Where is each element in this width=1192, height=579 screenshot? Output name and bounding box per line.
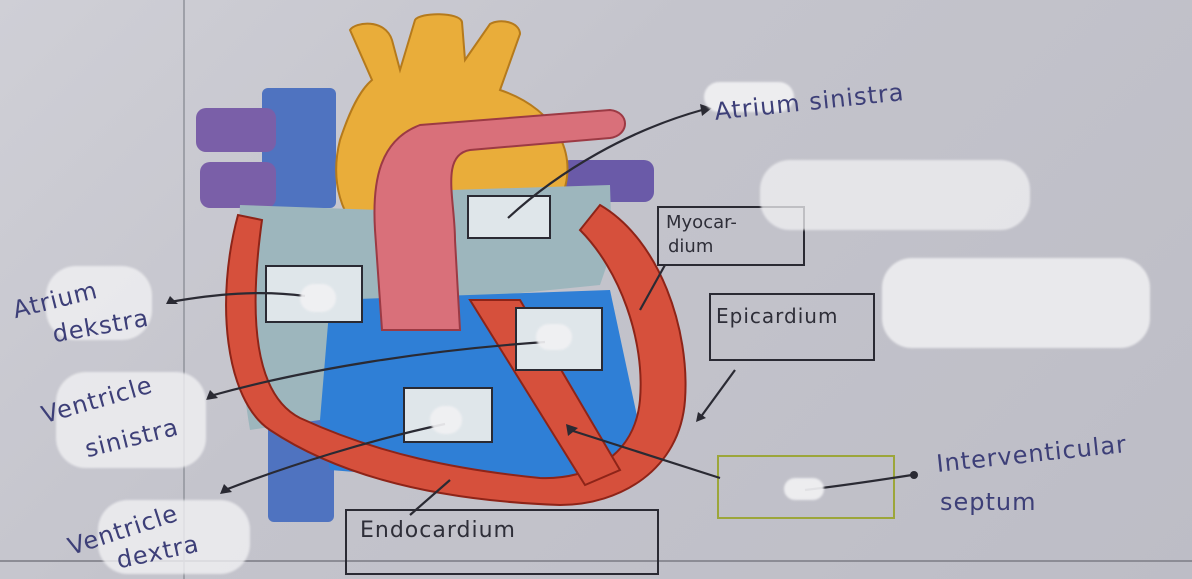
whiteout-myocardium — [760, 160, 1030, 230]
dot-interventricular — [910, 471, 918, 479]
label-myocardium-line1: Myocar- — [666, 212, 737, 233]
whiteout-box-vs — [536, 324, 572, 350]
whiteout-epicardium — [882, 258, 1150, 348]
label-endocardium: Endocardium — [360, 518, 516, 543]
whiteout-box-vd — [430, 406, 462, 434]
pulmonary-vein-right-upper — [196, 108, 276, 152]
whiteout-box-septum — [784, 478, 824, 500]
pulmonary-vein-right-lower — [200, 162, 276, 208]
whiteout-box-ad — [300, 284, 336, 312]
leader-epicardium — [700, 370, 735, 418]
label-epicardium: Epicardium — [716, 304, 838, 328]
label-myocardium-line2: dium — [668, 236, 713, 257]
label-interventricular-line2: septum — [940, 488, 1037, 516]
